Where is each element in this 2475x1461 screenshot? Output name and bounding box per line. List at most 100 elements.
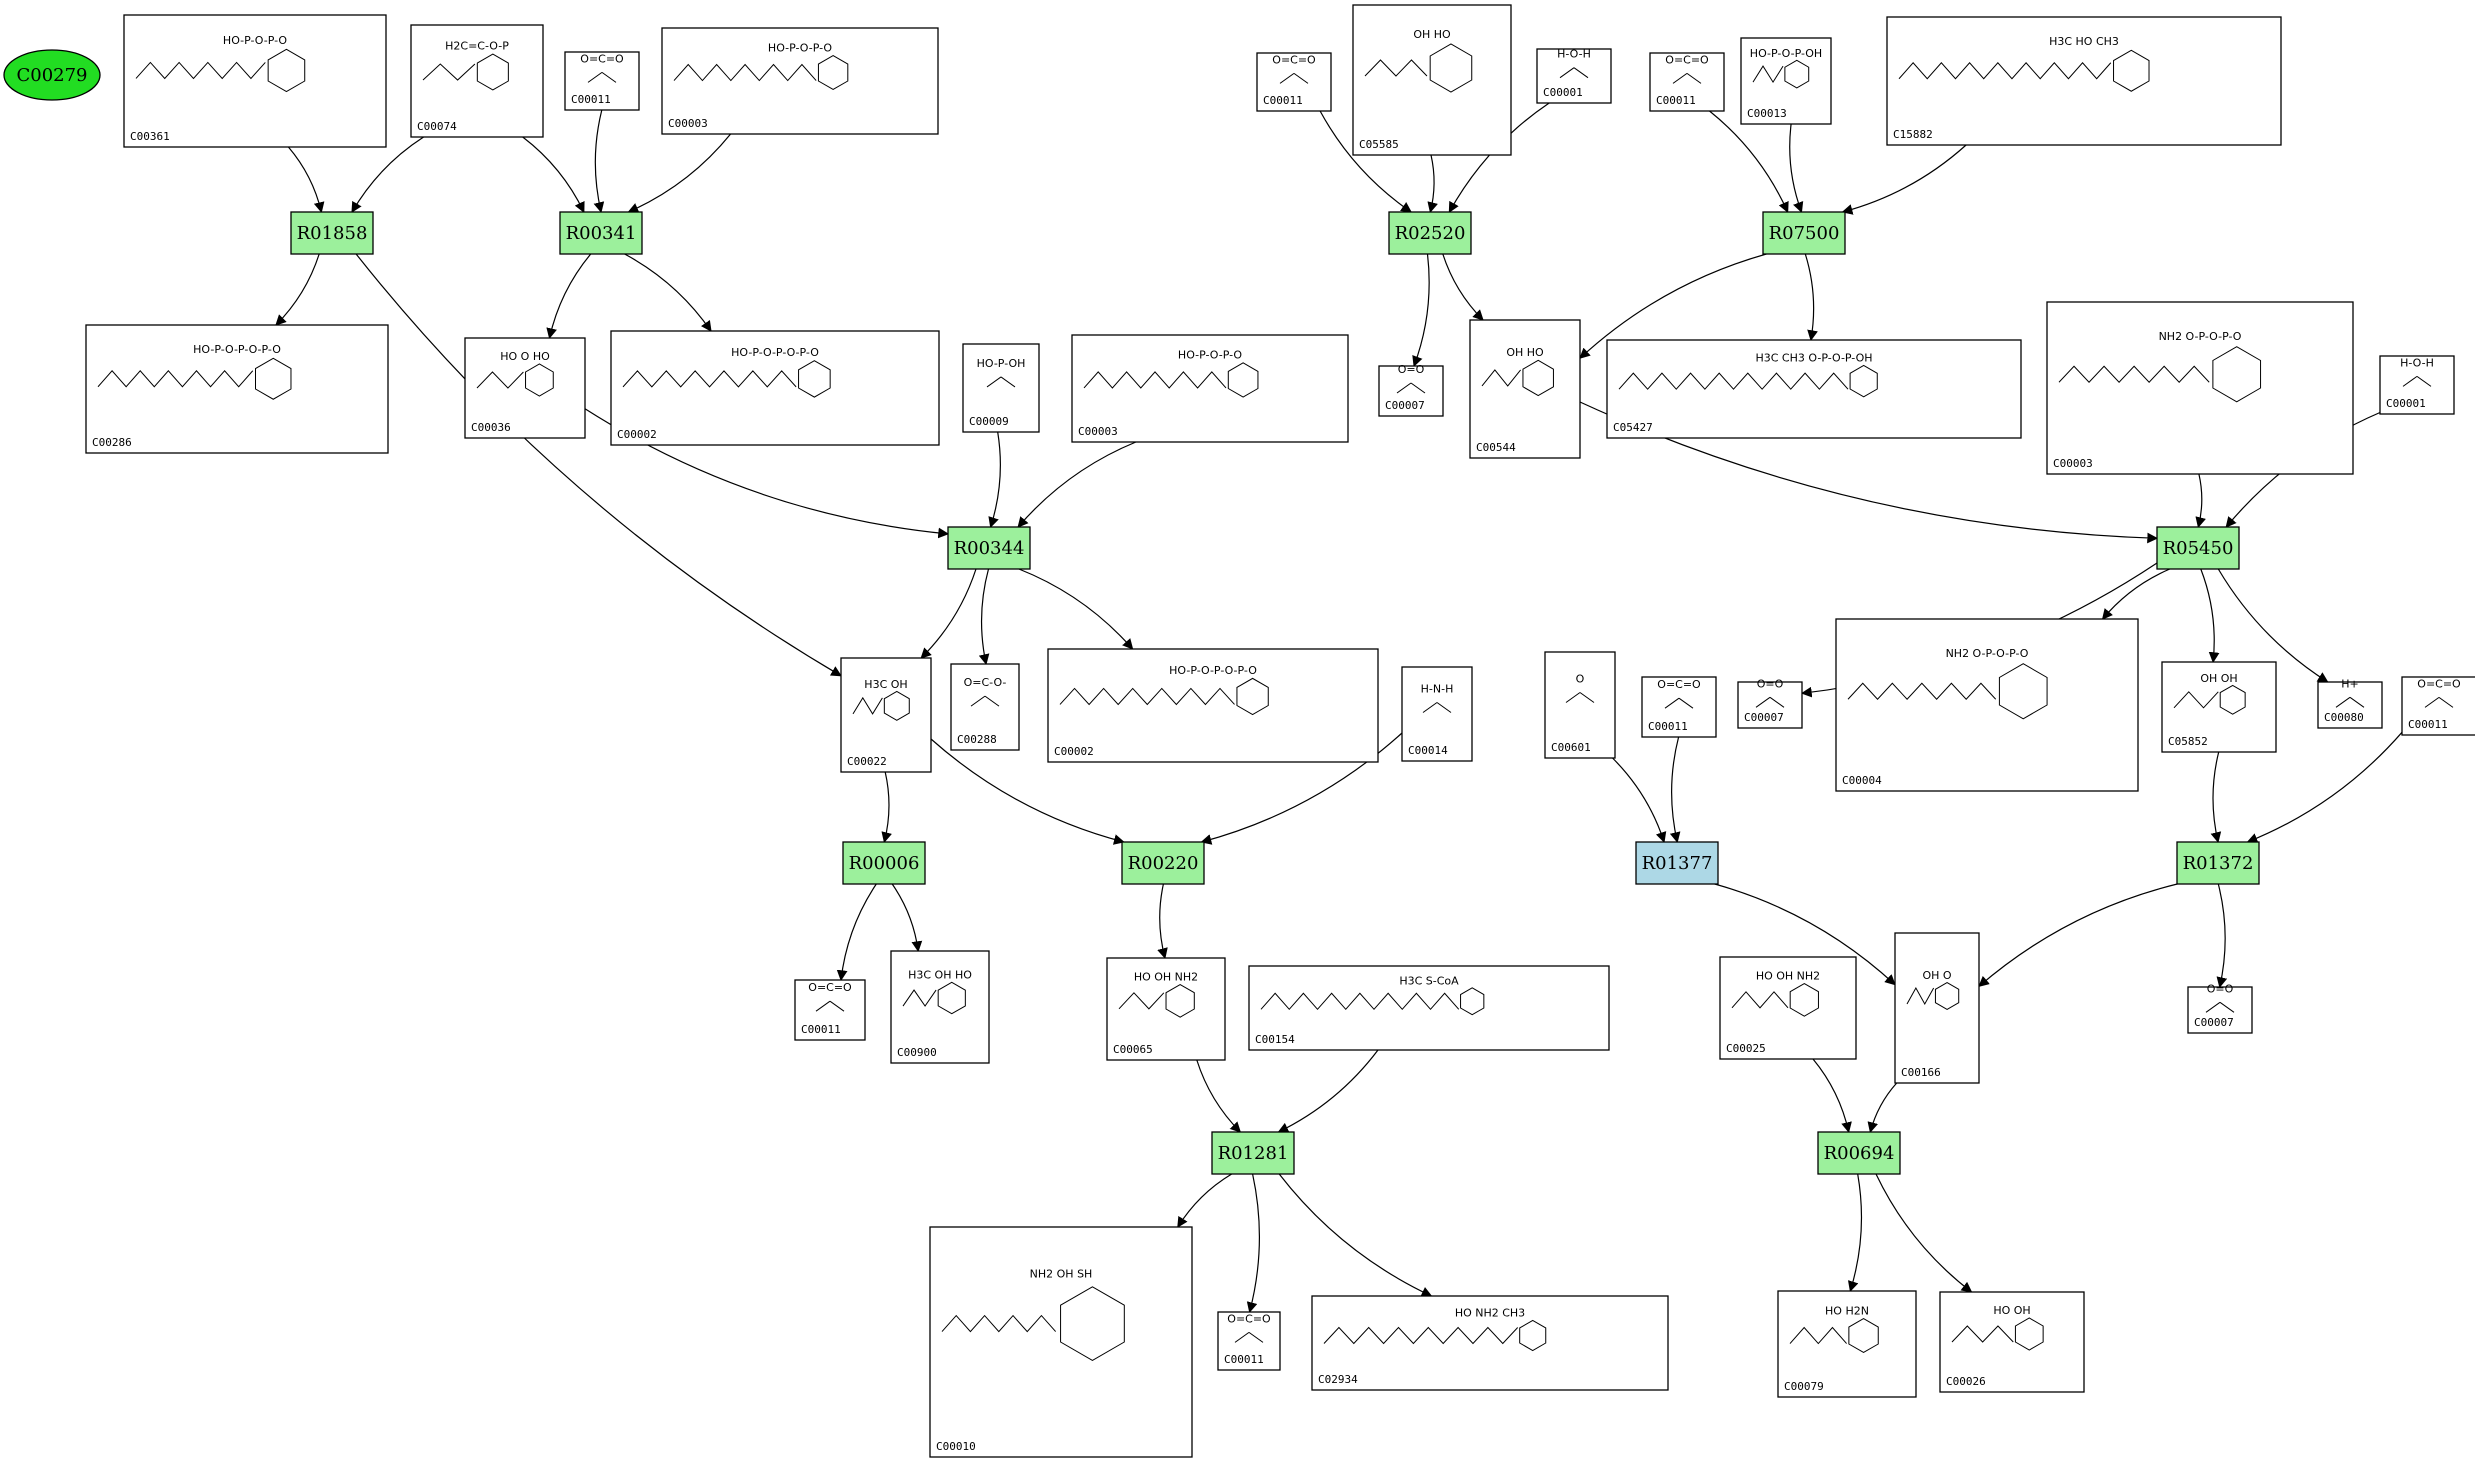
- root-compound-node[interactable]: C00279: [3, 49, 101, 101]
- compound-id-label: C00286: [92, 436, 132, 449]
- structure-drawing: [970, 695, 1000, 707]
- compound-id-label: C00002: [617, 428, 657, 441]
- compound-id-label: C00065: [1113, 1043, 1153, 1056]
- reaction-R07500[interactable]: R07500: [1762, 211, 1846, 255]
- reaction-R01281[interactable]: R01281: [1211, 1131, 1295, 1175]
- compound-formula: HO O HO: [500, 350, 550, 363]
- compound-box: [1894, 932, 1980, 1084]
- edge-R00694-to-c00026: [1875, 1173, 1973, 1293]
- compound-C00288[interactable]: O=C-O-C00288: [950, 663, 1020, 751]
- compound-box: [2401, 676, 2475, 736]
- structure-drawing: [1059, 677, 1269, 716]
- compound-formula: NH2 O-P-O-P-O: [2159, 330, 2242, 343]
- compound-id-label: C00011: [1263, 94, 1303, 107]
- edge-c00025-to-R00694: [1812, 1058, 1852, 1134]
- edge-c00154-to-R01281: [1277, 1049, 1379, 1133]
- edge-c00022-to-R00006: [881, 771, 892, 844]
- compound-id-label: C00074: [417, 120, 457, 133]
- edge-R07500-to-c05427: [1804, 253, 1818, 342]
- compound-C00080[interactable]: H+C00080: [2317, 677, 2383, 729]
- compound-C00003[interactable]: HO-P-O-P-O C00003: [1071, 334, 1349, 443]
- reaction-R00694[interactable]: R00694: [1817, 1131, 1901, 1175]
- structure-drawing: [1364, 43, 1473, 93]
- reaction-R00341[interactable]: R00341: [559, 211, 643, 255]
- structure-drawing: [135, 48, 306, 93]
- root-ellipse: [3, 49, 101, 101]
- reaction-id-label: R05450: [2163, 538, 2234, 559]
- reaction-R01377[interactable]: R01377: [1635, 841, 1719, 885]
- compound-box: [2046, 301, 2354, 475]
- reaction-R01858[interactable]: R01858: [290, 211, 374, 255]
- compound-id-label: C00001: [2386, 397, 2426, 410]
- compound-id-label: C00007: [1744, 711, 1784, 724]
- compound-box: [85, 324, 389, 454]
- reaction-R05450[interactable]: R05450: [2156, 526, 2240, 570]
- reaction-R00220[interactable]: R00220: [1121, 841, 1205, 885]
- edge-R00220-to-c00065: [1157, 883, 1168, 960]
- compound-box: [1469, 319, 1581, 459]
- compound-formula: H3C HO CH3: [2049, 35, 2119, 48]
- edge-R01377-to-c00166: [1714, 883, 1896, 986]
- reaction-box: [1388, 211, 1472, 255]
- reaction-R02520[interactable]: R02520: [1388, 211, 1472, 255]
- reaction-id-label: R00341: [566, 223, 637, 244]
- reaction-R00344[interactable]: R00344: [947, 526, 1031, 570]
- compound-id-label: C00011: [1656, 94, 1696, 107]
- compound-box: [2379, 355, 2455, 415]
- reaction-R01372[interactable]: R01372: [2176, 841, 2260, 885]
- compound-formula: NH2 O-P-O-P-O: [1946, 647, 2029, 660]
- reaction-R00006[interactable]: R00006: [842, 841, 926, 885]
- compound-id-label: C00003: [1078, 425, 1118, 438]
- reaction-box: [2176, 841, 2260, 885]
- compound-box: [464, 337, 586, 439]
- compound-id-label: C00009: [969, 415, 1009, 428]
- reaction-box: [842, 841, 926, 885]
- edge-c00361-to-R01858: [287, 146, 325, 214]
- compound-id-label: C00601: [1551, 741, 1591, 754]
- compound-formula: HO OH: [1993, 1304, 2030, 1317]
- compound-id-label: C02934: [1318, 1373, 1358, 1386]
- edge-c00011a-to-R00341: [593, 109, 605, 214]
- compound-formula: HO-P-O-P-O: [1178, 349, 1242, 362]
